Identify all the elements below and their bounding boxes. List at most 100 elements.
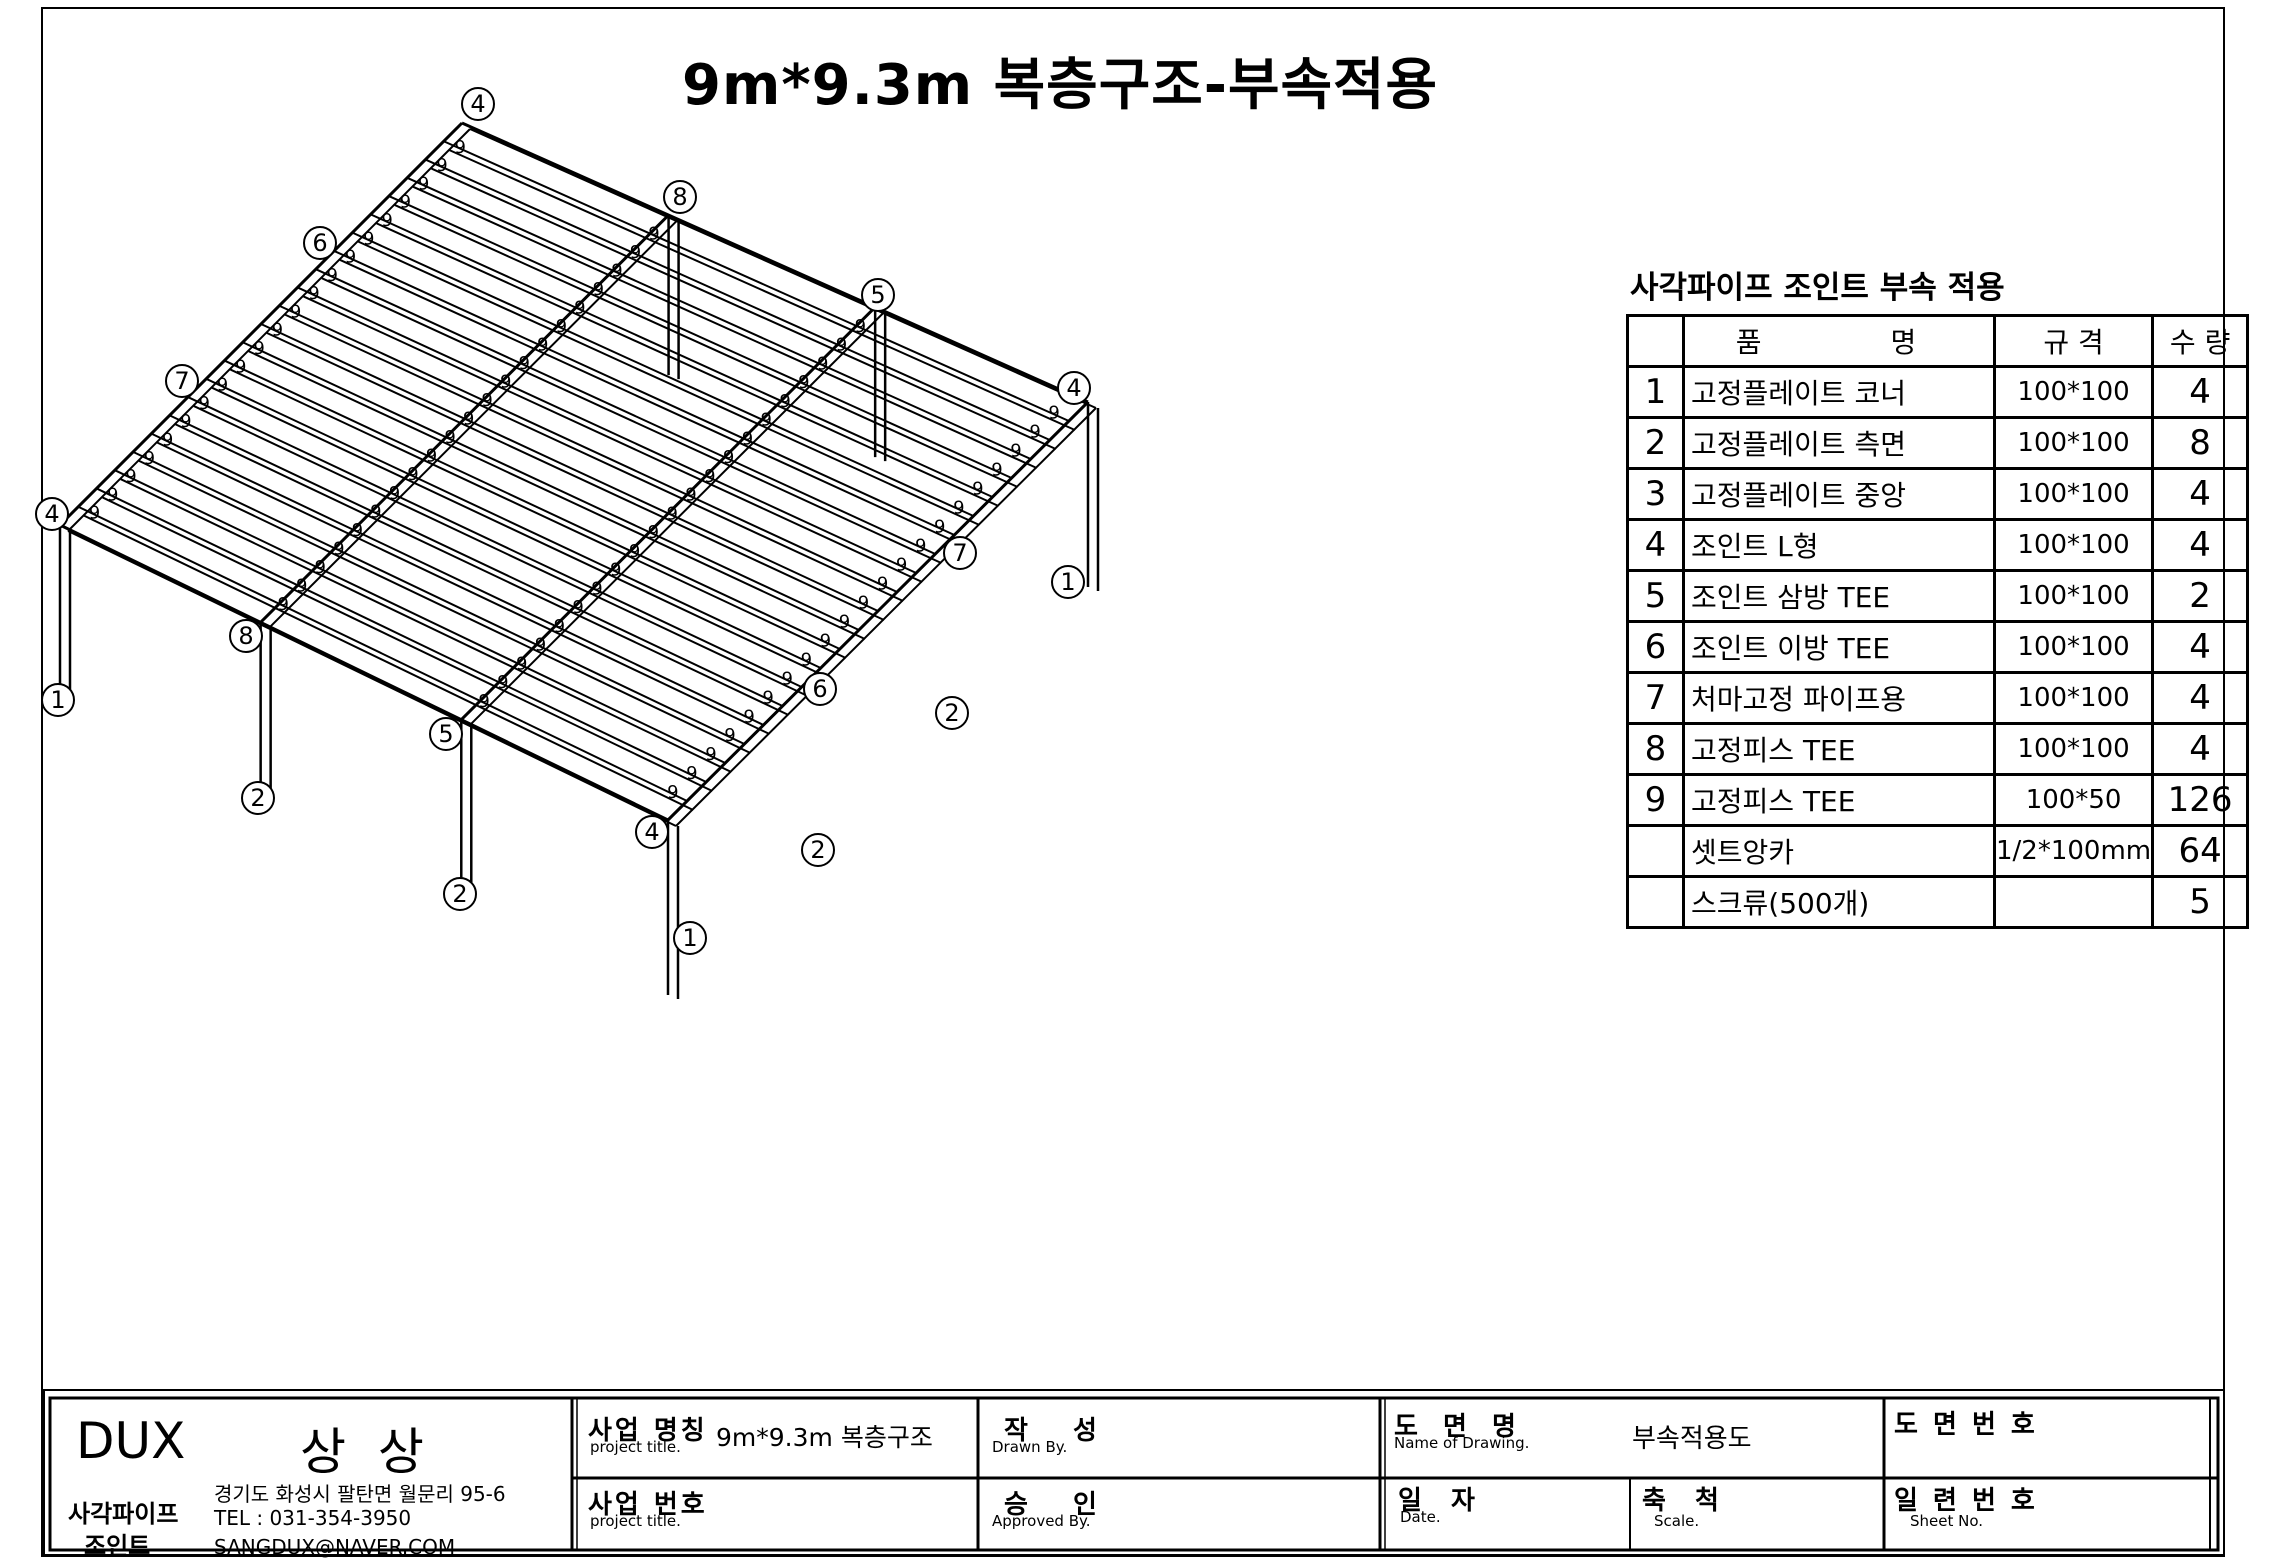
fastener-callout: 9	[180, 411, 191, 432]
svg-text:7: 7	[174, 367, 189, 395]
callout-balloon: 4	[635, 815, 669, 849]
fastener-callout: 9	[762, 687, 773, 708]
fastener-callout: 9	[455, 137, 466, 158]
fastener-callout: 9	[648, 522, 659, 543]
cell-name: 조인트 L형	[1682, 518, 1996, 572]
callout-balloon: 8	[663, 180, 697, 214]
cell-name: 고정피스 TEE	[1682, 773, 1996, 827]
fastener-callout: 9	[235, 356, 246, 377]
fastener-callout: 9	[478, 691, 489, 712]
fastener-callout: 9	[345, 247, 356, 268]
callout-balloon: 8	[229, 619, 263, 653]
fastener-callout: 9	[972, 479, 983, 500]
parts-table-header: 품 명 규 격 수 량	[1626, 314, 2250, 368]
fastener-callout: 9	[556, 316, 567, 337]
cell-name: 고정피스 TEE	[1682, 722, 1996, 776]
fastener-callout: 9	[217, 375, 228, 396]
company-name: 상 상	[300, 1423, 432, 1481]
callout-balloon: 5	[861, 278, 895, 312]
fastener-callout: 9	[444, 427, 455, 448]
svg-text:1: 1	[50, 686, 65, 714]
fastener-callout: 9	[516, 653, 527, 674]
fastener-callout: 9	[858, 592, 869, 613]
cell-no: 2	[1626, 416, 1685, 470]
fastener-callout: 9	[953, 497, 964, 518]
drawing-no-label: 도 면 번 호	[1894, 1410, 2038, 1440]
fastener-callout: 9	[272, 320, 283, 341]
scale-label-en: Scale.	[1654, 1512, 1700, 1530]
fastener-callout: 9	[704, 466, 715, 487]
cell-name: 스크류(500개)	[1682, 875, 1996, 929]
fastener-callout: 9	[326, 265, 337, 286]
callout-balloon: 1	[673, 921, 707, 955]
fastener-callout: 9	[817, 353, 828, 374]
fastener-callout: 9	[742, 428, 753, 449]
svg-text:6: 6	[312, 229, 327, 257]
cell-spec: 100*100	[1992, 467, 2155, 521]
fastener-callout: 9	[500, 372, 511, 393]
fastener-callout: 9	[290, 301, 301, 322]
header-spec: 규 격	[1992, 314, 2155, 368]
fastener-callout: 9	[370, 501, 381, 522]
cell-spec: 100*100	[1992, 671, 2155, 725]
fastener-callout: 9	[836, 335, 847, 356]
cell-spec: 100*100	[1992, 416, 2155, 470]
company-brand: DUX	[76, 1412, 186, 1470]
company-sub1: 사각파이프	[68, 1500, 179, 1528]
fastener-callout: 9	[463, 409, 474, 430]
callout-balloon: 1	[41, 683, 75, 717]
cell-qty: 4	[2151, 467, 2250, 521]
svg-text:1: 1	[1060, 568, 1075, 596]
cell-spec: 100*100	[1992, 569, 2155, 623]
fastener-callout: 9	[896, 554, 907, 575]
cell-no: 7	[1626, 671, 1685, 725]
svg-text:5: 5	[438, 720, 453, 748]
fastener-callout: 9	[629, 541, 640, 562]
header-qty: 수 량	[2151, 314, 2250, 368]
fastener-callout: 9	[686, 763, 697, 784]
cell-name: 셋트앙카	[1682, 824, 1996, 878]
svg-text:2: 2	[452, 880, 467, 908]
fastener-callout: 9	[648, 224, 659, 245]
fastener-callout: 9	[991, 460, 1002, 481]
fastener-callout: 9	[253, 338, 264, 359]
fastener-callout: 9	[667, 782, 678, 803]
callout-balloon: 1	[1051, 565, 1085, 599]
callout-balloon: 2	[801, 833, 835, 867]
fastener-callout: 9	[915, 535, 926, 556]
svg-text:2: 2	[944, 699, 959, 727]
svg-text:4: 4	[644, 818, 659, 846]
svg-text:4: 4	[1066, 374, 1081, 402]
svg-text:4: 4	[44, 500, 59, 528]
fastener-callout: 9	[381, 210, 392, 231]
fastener-callout: 9	[798, 372, 809, 393]
svg-text:2: 2	[810, 836, 825, 864]
fastener-callout: 9	[1029, 422, 1040, 443]
fastener-callout: 9	[418, 173, 429, 194]
cell-no: 9	[1626, 773, 1685, 827]
fastener-callout: 9	[308, 283, 319, 304]
fastener-callout: 9	[779, 391, 790, 412]
cell-no	[1626, 875, 1685, 929]
fastener-callout: 9	[89, 503, 100, 524]
svg-text:6: 6	[812, 675, 827, 703]
cell-qty: 4	[2151, 722, 2250, 776]
fastener-callout: 9	[610, 560, 621, 581]
fastener-callout: 9	[389, 483, 400, 504]
fastener-callout: 9	[723, 447, 734, 468]
cell-spec: 100*100	[1992, 518, 2155, 572]
callout-balloon: 4	[1057, 371, 1091, 405]
cell-no: 1	[1626, 365, 1685, 419]
cell-qty: 5	[2151, 875, 2250, 929]
fastener-callout: 9	[407, 464, 418, 485]
cell-spec: 1/2*100mm	[1992, 824, 2155, 878]
fastener-callout: 9	[820, 630, 831, 651]
approved-by-label: 승 인	[1004, 1490, 1115, 1520]
fastener-callout: 9	[144, 448, 155, 469]
page-title: 9m*9.3m 복층구조-부속적용	[682, 53, 1439, 118]
project-no-label: 사업 번호	[588, 1490, 708, 1520]
company-email: SANGDUX@NAVER.COM	[214, 1535, 456, 1559]
